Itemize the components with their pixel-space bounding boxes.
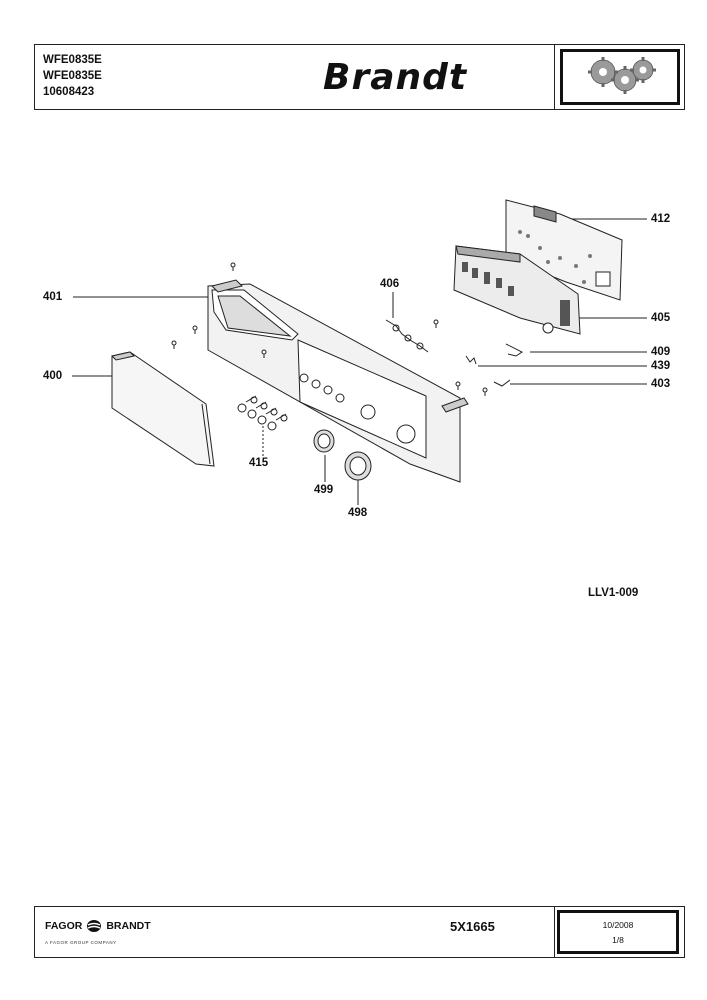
maker-logo: FAGOR BRANDT: [45, 919, 151, 933]
part-label-406: 406: [380, 278, 400, 290]
brand-logo: Brandt: [323, 57, 468, 98]
part-label-403: 403: [651, 378, 671, 390]
part-label-415: 415: [249, 457, 269, 469]
control-module-405: [453, 245, 581, 335]
exploded-diagram: [72, 199, 647, 505]
page-number: 1/8: [612, 935, 624, 945]
model-line-1: WFE0835E: [43, 54, 102, 66]
date-box: 10/2008 1/8: [554, 907, 684, 957]
document-date: 10/2008: [602, 920, 634, 930]
console-panel-401: [207, 279, 469, 483]
actuator-403: [493, 379, 511, 387]
part-label-405: 405: [651, 312, 671, 324]
button-set-415: [237, 395, 288, 431]
part-label-400: 400: [43, 370, 63, 382]
product-number: 10608423: [43, 86, 95, 98]
spring-439: [465, 355, 477, 365]
model-line-2: WFE0835E: [43, 70, 102, 82]
lever-409: [505, 343, 523, 357]
part-label-498: 498: [348, 507, 368, 519]
logo-box: [554, 45, 684, 109]
header-box: WFE0835E WFE0835E 10608423 Brandt: [34, 44, 685, 110]
knob-498: [344, 451, 372, 481]
part-label-409: 409: [651, 346, 671, 358]
maker-tagline: A FAGOR GROUP COMPANY: [45, 940, 117, 945]
date-inner: 10/2008 1/8: [557, 910, 679, 954]
fagor-brandt-swirl-icon: [87, 920, 102, 932]
document-code: 5X1665: [450, 919, 495, 934]
model-codes: WFE0835E WFE0835E 10608423: [43, 52, 102, 100]
gears-logo-icon: [560, 49, 680, 105]
drawer-flap-400: [111, 351, 215, 467]
maker-left: FAGOR: [45, 920, 83, 932]
diagram-reference: LLV1-009: [588, 587, 639, 599]
part-label-401: 401: [43, 291, 63, 303]
part-label-439: 439: [651, 360, 671, 372]
screws: [171, 262, 488, 396]
part-label-412: 412: [651, 213, 671, 225]
maker-right: BRANDT: [106, 920, 151, 932]
footer-box: FAGOR BRANDT A FAGOR GROUP COMPANY 5X166…: [34, 906, 685, 958]
spring-clip-406: [385, 319, 429, 353]
knob-499: [313, 429, 335, 453]
part-label-499: 499: [314, 484, 334, 496]
